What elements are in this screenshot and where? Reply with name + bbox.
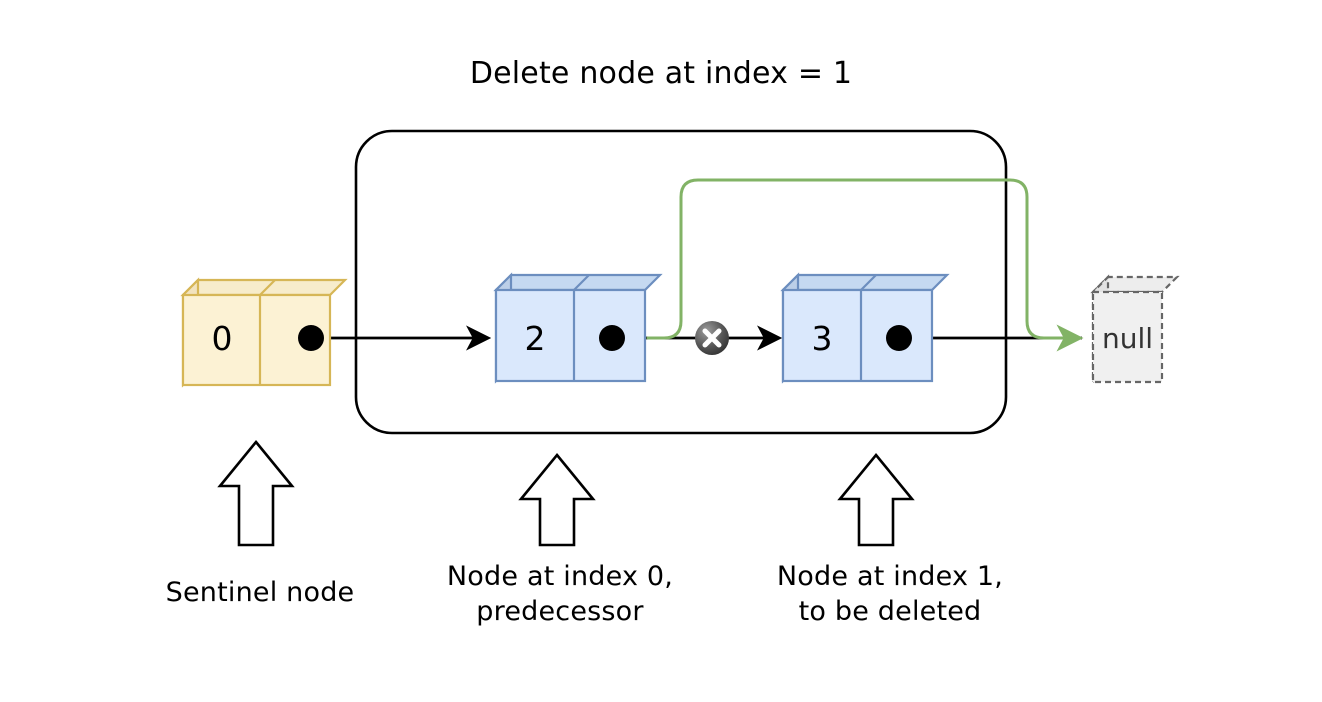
node0-pointer-dot: [599, 325, 625, 351]
callout-arrow-node1: [837, 452, 915, 547]
callout-arrow-node0: [518, 452, 596, 547]
caption-sentinel: Sentinel node: [165, 577, 355, 608]
node-index-1: [780, 272, 950, 384]
null-front-face: [1091, 290, 1164, 384]
sentinel-top-face: [180, 278, 348, 297]
node0-top-divider: [573, 274, 590, 291]
node1-value: 3: [811, 319, 833, 358]
node0-top-face: [493, 273, 663, 292]
node-sentinel: [180, 277, 348, 388]
sentinel-value: 0: [211, 319, 233, 358]
node-index-0: [493, 272, 663, 384]
list-region-container: [354, 129, 1008, 435]
node-null-terminator: [1090, 274, 1180, 385]
page-title: Delete node at index = 1: [469, 56, 853, 91]
caption-node1: Node at index 1, to be deleted: [776, 561, 1004, 627]
caption-node0: Node at index 0, predecessor: [446, 561, 674, 627]
node1-pointer-dot: [886, 325, 912, 351]
callout-arrow-sentinel: [217, 439, 295, 547]
node1-top-divider: [860, 274, 877, 291]
sentinel-top-divider: [259, 279, 276, 296]
rewire-link-green: [646, 178, 1084, 352]
x-circle-icon: [695, 321, 729, 355]
sentinel-pointer-dot: [298, 325, 324, 351]
node0-value: 2: [524, 319, 546, 358]
null-label: null: [1101, 322, 1154, 355]
node1-top-face: [780, 273, 950, 292]
